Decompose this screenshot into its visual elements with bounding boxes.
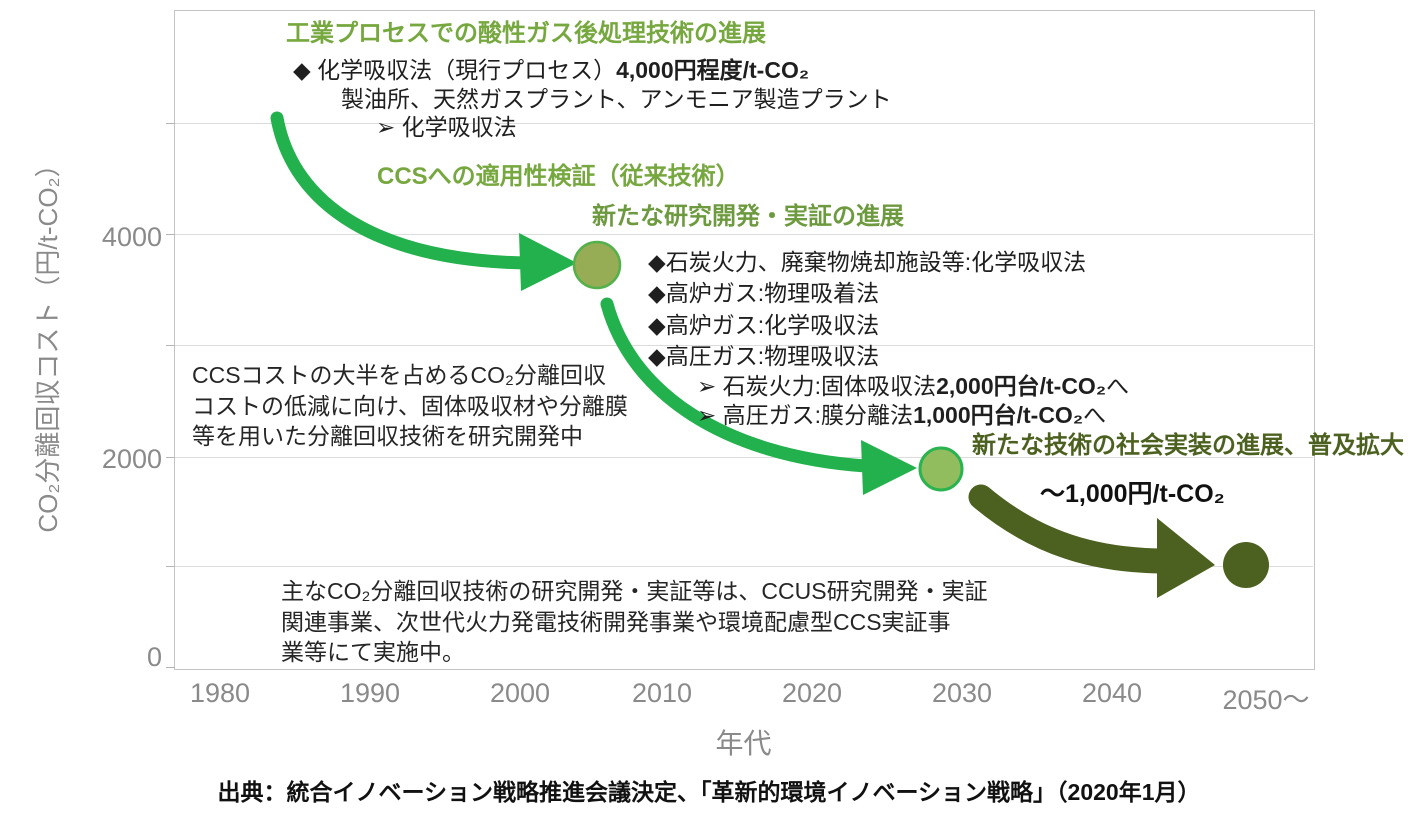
source-citation: 出典：統合イノベーション戦略推進会議決定、「革新的環境イノベーション戦略」（20… (217, 779, 1201, 805)
note-line: 業等にて実施中。 (281, 639, 465, 666)
heading-ccs-applicability: CCSへの適用性検証（従来技術） (377, 163, 740, 190)
y-tick-label-4000: 4000 (101, 222, 162, 252)
x-tick-2020: 2020 (781, 678, 843, 708)
cost-1000-label: 1,000円台/t-CO₂ (913, 402, 1084, 428)
line-suffix: へ (1083, 402, 1107, 428)
y-tick-mark (166, 345, 175, 346)
x-tick-2030: 2030 (931, 678, 993, 708)
y-tick-mark (166, 457, 175, 458)
x-tick-2010: 2010 (631, 678, 693, 708)
note-line: 関連事業、次世代火力発電技術開発事業や環境配慮型CCS実証事 (281, 608, 951, 635)
note-line: 等を用いた分離回収技術を研究開発中 (192, 423, 583, 450)
chemical-absorption-current-line: ◆ 化学吸収法（現行プロセス）4,000円程度/t-CO₂ (293, 56, 809, 85)
note-line: コストの低減に向け、固体吸収材や分離膜 (192, 392, 628, 419)
programs-note: 主なCO₂分離回収技術の研究開発・実証等は、CCUS研究開発・実証 関連事業、次… (281, 576, 988, 668)
gridline-1000 (174, 566, 1313, 567)
x-tick-2040: 2040 (1081, 678, 1143, 708)
x-tick-1990: 1990 (339, 678, 401, 708)
y-tick-label-2000: 2000 (101, 444, 162, 474)
plants-line: 製油所、天然ガスプラント、アンモニア製造プラント (341, 86, 892, 112)
cost-4000-label: 4,000円程度/t-CO₂ (616, 57, 810, 83)
heading-new-rnd: 新たな研究開発・実証の進展 (592, 203, 904, 230)
note-line: 主なCO₂分離回収技術の研究開発・実証等は、CCUS研究開発・実証 (281, 578, 988, 604)
y-axis-title: CO₂分離回収コスト（円/t-CO₂） (33, 151, 63, 533)
line-prefix: ➢ 石炭火力:固体吸収法 (697, 373, 937, 399)
gridline-4000 (174, 234, 1313, 235)
y-tick-mark (166, 566, 175, 567)
y-tick-label-0: 0 (146, 642, 162, 672)
note-line: CCSコストの大半を占めるCO₂分離回収 (192, 362, 606, 388)
y-tick-mark (166, 123, 175, 124)
sub-hpg-membrane: ➢ 高圧ガス:膜分離法1,000円台/t-CO₂へ (697, 401, 1106, 430)
gridline-5000 (174, 123, 1313, 124)
sub-coal-solid-absorption: ➢ 石炭火力:固体吸収法2,000円台/t-CO₂へ (697, 372, 1129, 401)
ccs-cost-note: CCSコストの大半を占めるCO₂分離回収 コストの低減に向け、固体吸収材や分離膜… (192, 360, 628, 452)
heading-social-implementation: 新たな技術の社会実装の進展、普及拡大 (972, 432, 1404, 459)
heading-industrial-process: 工業プロセスでの酸性ガス後処理技術の進展 (286, 20, 766, 47)
line-prefix: ◆ 化学吸収法（現行プロセス） (293, 57, 617, 83)
x-tick-2000: 2000 (489, 678, 551, 708)
x-tick-1980: 1980 (189, 678, 251, 708)
x-tick-2050: 2050～ (1222, 685, 1310, 715)
x-axis-title: 年代 (715, 728, 772, 759)
target-1000-yen: ～1,000円/t-CO₂ (1040, 480, 1225, 508)
cost-2000-label: 2,000円台/t-CO₂ (936, 373, 1107, 399)
bullet-coal-waste: ◆石炭火力、廃棄物焼却施設等:化学吸収法 (648, 249, 1087, 275)
y-tick-mark (166, 667, 175, 668)
line-prefix: ➢ 高圧ガス:膜分離法 (697, 402, 914, 428)
bullet-bfg-physical-adsorption: ◆高炉ガス:物理吸着法 (648, 280, 880, 306)
chemical-absorption-sub-line: ➢ 化学吸収法 (376, 114, 517, 140)
bullet-bfg-chemical-absorption: ◆高炉ガス:化学吸収法 (648, 312, 880, 338)
y-tick-mark (166, 234, 175, 235)
bullet-hpg-physical-absorption: ◆高圧ガス:物理吸収法 (648, 343, 880, 369)
line-suffix: へ (1106, 373, 1130, 399)
